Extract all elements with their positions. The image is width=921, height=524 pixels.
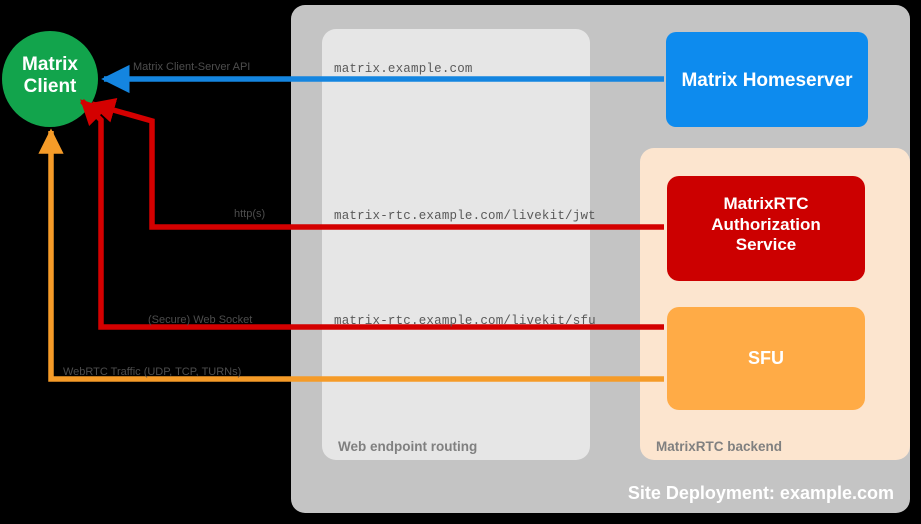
node-matrix-client[interactable] (2, 31, 98, 127)
edge-label-secure-web-socket-sfu: (Secure) Web Socket (148, 314, 253, 326)
url-label-livekit-sfu: matrix-rtc.example.com/livekit/sfu (334, 314, 596, 328)
edge-secure-web-socket-sfu (80, 99, 664, 330)
container-web-endpoint-routing (322, 29, 590, 460)
edge-label-https-jwt: http(s) (234, 208, 266, 220)
edge-label-matrix-client-server-api: Matrix Client-Server API (133, 61, 251, 73)
caption-site-deployment: Site Deployment: example.com (627, 483, 894, 503)
caption-matrixrtc-backend: MatrixRTC backend (656, 439, 783, 454)
url-label-matrix-example-com: matrix.example.com (334, 62, 473, 76)
node-sfu[interactable] (667, 307, 865, 410)
url-label-livekit-jwt: matrix-rtc.example.com/livekit/jwt (334, 209, 596, 223)
node-matrixrtc-authorization-service[interactable] (667, 176, 865, 281)
edge-https-jwt (89, 98, 664, 230)
edge-webrtc-traffic (38, 128, 664, 382)
caption-web-endpoint-routing: Web endpoint routing (338, 439, 478, 454)
edge-label-webrtc-traffic: WebRTC Traffic (UDP, TCP, TURNs) (63, 366, 242, 378)
node-matrix-homeserver[interactable] (666, 32, 868, 127)
